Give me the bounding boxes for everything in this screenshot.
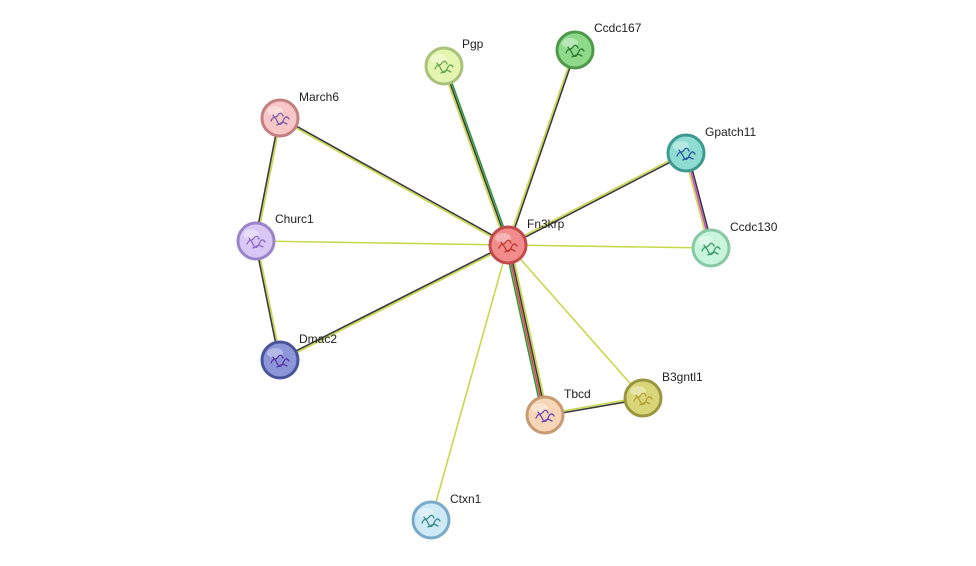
edge-evidence-line [256,240,282,360]
edge-evidence-line [255,240,509,246]
edge-evidence-line [506,49,575,245]
node-circle [691,228,731,268]
node-circle [525,395,565,435]
edge-evidence-line [279,118,508,247]
edge-fn3krp-tbcd[interactable] [504,244,549,416]
node-label: Ctxn1 [450,492,482,506]
node-highlight [698,236,714,246]
node-label: Tbcd [564,387,591,401]
edge-evidence-line [507,151,686,245]
node-label: Gpatch11 [705,125,756,139]
edge-evidence-line [280,116,509,245]
node-label: Pgp [462,37,484,51]
protein-structure-icon [565,44,585,58]
node-circle [424,46,464,86]
node-highlight [562,38,578,48]
protein-structure-icon [421,514,441,528]
protein-structure-icon [676,147,696,161]
edge-evidence-line [508,50,577,246]
node-tbcd[interactable]: Tbcd [525,387,591,435]
node-highlight [495,233,511,243]
edge-fn3krp-ctxn1[interactable] [430,244,509,521]
node-label: Fn3krp [527,217,565,231]
node-highlight [243,229,259,239]
node-circle [555,30,595,70]
protein-structure-icon [246,235,266,249]
node-circle [623,378,663,418]
edge-evidence-line [509,244,549,415]
edge-fn3krp-gpatch11[interactable] [507,151,687,247]
node-label: Churc1 [275,212,314,226]
node-label: Ccdc167 [594,21,642,35]
protein-structure-icon [701,242,721,256]
edge-evidence-line [256,118,282,242]
node-highlight [267,106,283,116]
edge-evidence-line [504,245,544,416]
node-highlight [630,386,646,396]
edge-evidence-line [254,117,280,241]
protein-structure-icon [535,409,555,423]
node-highlight [532,403,548,413]
node-highlight [267,348,283,358]
node-march6[interactable]: March6 [260,90,339,138]
edge-evidence-line [443,65,509,246]
edge-evidence-line [430,244,509,521]
node-circle [411,500,451,540]
edge-evidence-line [444,65,511,245]
edge-fn3krp-b3gntl1[interactable] [507,244,644,399]
edge-churc1-dmac2[interactable] [254,240,282,361]
node-pgp[interactable]: Pgp [424,37,484,86]
edge-fn3krp-churc1[interactable] [255,240,509,246]
node-dmac2[interactable]: Dmac2 [260,332,337,380]
node-highlight [673,141,689,151]
node-label: B3gntl1 [662,370,703,384]
edge-evidence-line [254,241,280,361]
node-fn3krp[interactable]: Fn3krp [488,217,565,265]
node-label: Ccdc130 [730,220,778,234]
protein-structure-icon [633,392,653,406]
node-ccdc130[interactable]: Ccdc130 [691,220,778,268]
edge-evidence-line [280,245,509,362]
node-circle [260,340,300,380]
node-circle [666,133,706,173]
protein-structure-icon [434,60,454,74]
edge-evidence-line [506,245,545,416]
node-circle [488,225,528,265]
node-highlight [418,508,434,518]
edge-fn3krp-ccdc130[interactable] [507,244,712,249]
edge-march6-churc1[interactable] [254,117,282,242]
edge-fn3krp-ccdc167[interactable] [506,49,577,246]
node-circle [236,221,276,261]
edge-evidence-line [441,66,508,246]
edge-evidence-line [507,244,644,399]
node-ccdc167[interactable]: Ccdc167 [555,21,642,70]
protein-structure-icon [498,239,518,253]
nodes-layer: Fn3krp Pgp Ccdc167March6Gpatch11Churc1Ccdc… [236,21,778,540]
edge-evidence-line [507,244,712,249]
node-gpatch11[interactable]: Gpatch11 [666,125,756,173]
edge-evidence-line [279,243,508,360]
edge-evidence-line [508,244,547,415]
protein-structure-icon [270,112,290,126]
edge-fn3krp-march6[interactable] [279,116,509,247]
edge-evidence-line [508,153,687,247]
node-churc1[interactable]: Churc1 [236,212,314,261]
node-label: March6 [299,90,339,104]
node-circle [260,98,300,138]
node-highlight [431,54,447,64]
node-ctxn1[interactable]: Ctxn1 [411,492,482,540]
node-b3gntl1[interactable]: B3gntl1 [623,370,703,418]
protein-structure-icon [270,354,290,368]
edge-fn3krp-pgp[interactable] [441,65,511,246]
edge-fn3krp-dmac2[interactable] [279,243,509,362]
node-label: Dmac2 [299,332,337,346]
edges-layer [254,49,714,521]
